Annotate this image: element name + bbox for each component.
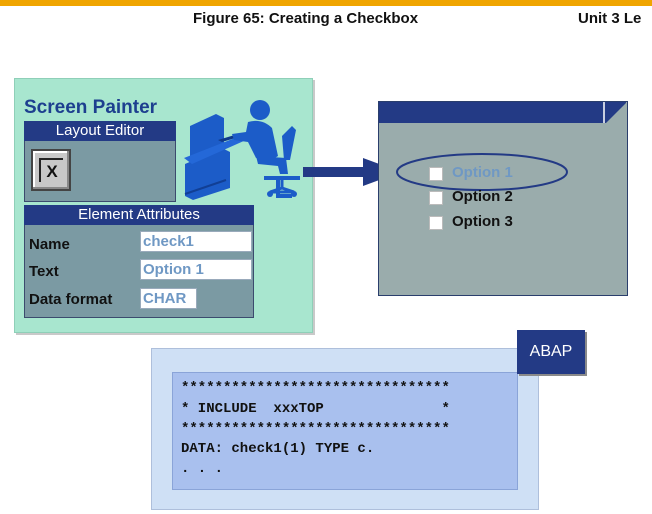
attr-text-label: Text [29,263,59,280]
figure-title: Figure 65: Creating a Checkbox [193,10,419,27]
option-1-label: Option 1 [452,164,513,181]
checkbox-element-button[interactable] [31,149,71,191]
window-corner-fold-icon [600,102,626,123]
code-block [172,372,518,490]
checkbox-option-3[interactable] [429,216,443,230]
element-attributes-title: Element Attributes [24,205,254,225]
code-line: * INCLUDE xxxTOP * [181,401,450,417]
highlight-ellipse [396,153,568,191]
abap-badge: ABAP [517,330,585,374]
checkbox-element-glyph: X [39,158,63,182]
code-line: ******************************** [181,421,450,437]
option-3-label: Option 3 [452,213,513,230]
layout-editor-title: Layout Editor [24,121,176,141]
option-2-label: Option 2 [452,188,513,205]
result-screen-window [378,101,628,296]
unit-title: Unit 3 Le [578,10,642,27]
attr-text-field[interactable]: Option 1 [140,259,252,280]
attr-data-format-field[interactable]: CHAR [140,288,197,309]
attr-name-field[interactable]: check1 [140,231,252,252]
code-line: . . . [181,461,224,477]
checkbox-option-2[interactable] [429,191,443,205]
screen-painter-title: Screen Painter [24,97,158,118]
top-accent-bar [0,0,652,6]
result-window-title-bar [379,102,625,123]
attr-name-label: Name [29,236,70,253]
attr-data-format-label: Data format [29,291,113,308]
code-line: ******************************** [181,380,450,396]
code-line: DATA: check1(1) TYPE c. [181,441,375,457]
checkbox-option-1[interactable] [429,167,443,181]
computer-user-icon [184,100,300,200]
